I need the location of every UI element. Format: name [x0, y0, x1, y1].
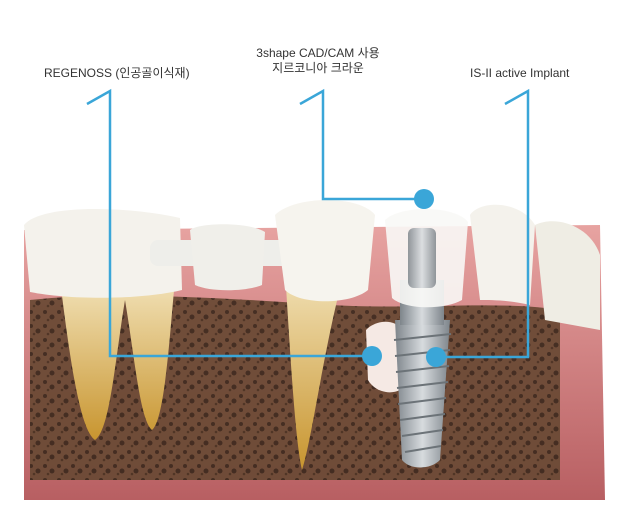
callout-line-regenoss: [86, 88, 372, 358]
label-crown-line2: 지르코니아 크라운: [272, 61, 364, 75]
bone-graft: [366, 321, 402, 393]
right-tooth: [470, 204, 535, 305]
callout-line-crown: [299, 88, 424, 201]
callout-dot-regenoss: [362, 346, 382, 366]
callout-line-implant: [436, 88, 530, 359]
label-crown: 3shape CAD/CAM 사용 지르코니아 크라운: [248, 46, 388, 76]
molar-root: [60, 280, 175, 440]
label-regenoss: REGENOSS (인공골이식재): [44, 66, 190, 80]
bridge-pontic: [190, 224, 265, 291]
callout-dot-crown: [414, 189, 434, 209]
right-tooth-far: [535, 221, 600, 330]
label-crown-line1: 3shape CAD/CAM 사용: [256, 46, 380, 60]
label-implant: IS-II active Implant: [470, 66, 570, 80]
molar-crown: [24, 208, 182, 298]
crown-screw: [408, 228, 436, 288]
front-tooth-crown: [275, 200, 375, 302]
callout-dot-implant: [426, 347, 446, 367]
implant-threads: [393, 333, 452, 453]
tooth-root: [285, 270, 345, 470]
callout-lines: [86, 88, 530, 359]
